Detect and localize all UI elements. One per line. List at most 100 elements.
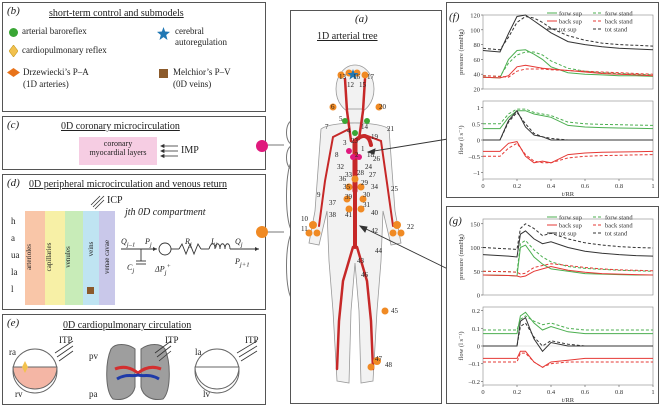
g-top-series-back-sup <box>482 265 654 278</box>
panel-b-letter: (b) <box>7 5 20 17</box>
g-bottom-ytick-label: 0.1 <box>472 326 480 333</box>
melchior-square-icon <box>159 69 168 78</box>
f-bottom-ytick-label: 0 <box>477 138 480 145</box>
circuit-c: Cj <box>127 263 135 275</box>
f-bottom-ylabel: flow (l s⁻¹) <box>458 125 465 154</box>
segment-40: 40 <box>371 209 378 217</box>
column-label-arterioles: arterioles <box>25 243 33 271</box>
f-top-ytick-label: 20 <box>474 87 481 94</box>
g-xtick-label: 0 <box>481 389 484 396</box>
column-label-venae-cavae: venae cavae <box>103 240 111 274</box>
g-bottom-series-forw-stand <box>483 315 653 331</box>
g-bottom-ylabel: flow (l s⁻¹) <box>458 331 465 360</box>
f-legend-label: tot sup <box>559 27 577 34</box>
g-legend-label: back stand <box>605 223 633 230</box>
segment-29: 29 <box>361 179 368 187</box>
cardiopulmonary-label: cardiopulmonary reflex <box>22 45 107 55</box>
f-bottom-ytick-label: 0.5 <box>472 121 480 128</box>
drzewiecki-label-2: (1D arteries) <box>23 79 69 89</box>
segment-16: 16 <box>353 73 360 81</box>
column-label-capillaries: capillaries <box>45 242 53 272</box>
panel-a-letter: (a) <box>355 13 368 25</box>
side-letter-l: l <box>11 284 14 294</box>
segment-26: 26 <box>373 155 380 163</box>
f-bottom-ytick-label: –0.5 <box>468 154 480 161</box>
segment-33: 33 <box>345 171 352 179</box>
g-legend-label: forw stand <box>605 215 633 222</box>
segment-39: 39 <box>345 193 352 201</box>
g-bottom-series-forw-sup <box>483 311 653 335</box>
f-bottom-ytick-label: –1 <box>473 170 481 177</box>
panel-g-letter: (g) <box>449 215 462 227</box>
g-bottom-series-back-sup <box>483 350 653 368</box>
segment-48: 48 <box>385 361 392 369</box>
coronary-connector-dot <box>256 140 268 152</box>
f-top-plot-frame <box>482 14 654 90</box>
compartment-label: jth 0D compartment <box>125 207 206 218</box>
icp-label: ICP <box>107 195 123 206</box>
f-bottom-series-tot-stand <box>483 111 653 141</box>
segment-2: 2 <box>355 151 359 159</box>
g-top-series-tot-sup <box>482 230 654 258</box>
g-bottom-ytick-label: 0.2 <box>472 308 480 315</box>
segment-4: 4 <box>347 127 351 135</box>
panel-b-title: short-term control and submodels <box>49 8 184 19</box>
cerebral-label: cerebral <box>175 26 204 36</box>
f-xlabel: t/RR <box>562 191 575 198</box>
g-top-series-tot-stand <box>482 223 654 250</box>
cerebral-label-2: autoregulation <box>175 37 227 47</box>
segment-13: 13 <box>339 73 346 81</box>
side-letter-la: la <box>11 267 18 277</box>
segment-12: 12 <box>347 81 354 89</box>
panel-f-letter: (f) <box>449 11 460 23</box>
cardiopulmonary-diamond-icon <box>9 45 18 57</box>
panel-a-title: 1D arterial tree <box>317 31 378 42</box>
panel-e-title: 0D cardiopulmonary circulation <box>63 320 192 331</box>
circuit-dp: ΔPj+ <box>155 263 171 277</box>
f-legend-label: tot stand <box>605 27 628 34</box>
f-top-series-tot-stand <box>482 15 654 51</box>
f-bottom-series-back-stand <box>483 142 654 164</box>
itp-label-2: ITP <box>165 335 179 345</box>
side-letter-ua: ua <box>11 250 20 260</box>
label-ra: ra <box>9 347 16 357</box>
f-top-ytick-label: 80 <box>474 42 481 49</box>
segment-23: 23 <box>351 137 358 145</box>
f-xtick-label: 1 <box>651 183 654 190</box>
segment-38: 38 <box>329 211 336 219</box>
segment-34: 34 <box>371 183 378 191</box>
g-legend-label: forw sup <box>559 215 582 222</box>
panel-c: (c) 0D coronary microcirculation coronar… <box>2 116 266 170</box>
segment-47: 47 <box>375 355 382 363</box>
segment-3: 3 <box>343 139 347 147</box>
g-top-ytick-label: 50 <box>474 269 481 276</box>
segment-10: 10 <box>301 215 308 223</box>
f-xtick-label: 0.4 <box>547 183 556 190</box>
segment-11: 11 <box>301 225 308 233</box>
g-bottom-series-tot-stand <box>483 322 653 347</box>
itp-label-3: ITP <box>245 335 259 345</box>
column-venules <box>65 211 83 305</box>
imp-arrows-icon <box>160 143 178 159</box>
arterial-tree-figure <box>305 64 405 384</box>
column-label-veins: veins <box>87 241 95 257</box>
column-veins <box>83 211 99 305</box>
f-xtick-label: 0 <box>481 183 484 190</box>
right-heart-diagram <box>12 340 74 394</box>
segment-5: 5 <box>339 115 343 123</box>
segment-36: 36 <box>339 175 346 183</box>
segment-19: 19 <box>371 133 378 141</box>
coronary-box-line2: myocardial layers <box>89 148 147 157</box>
segment-22: 22 <box>407 223 414 231</box>
side-letters: h a ua la l <box>11 213 20 298</box>
coronary-box-line1: coronary <box>103 139 133 148</box>
g-top-plot-frame <box>482 218 654 296</box>
g-top-ytick-label: 100 <box>470 245 480 252</box>
f-xtick-label: 0.6 <box>581 183 590 190</box>
circuit-q-in: Qj–1 <box>121 237 136 249</box>
f-bottom-series-forw-sup <box>483 110 654 130</box>
g-bottom-ytick-label: –0.2 <box>468 379 480 386</box>
